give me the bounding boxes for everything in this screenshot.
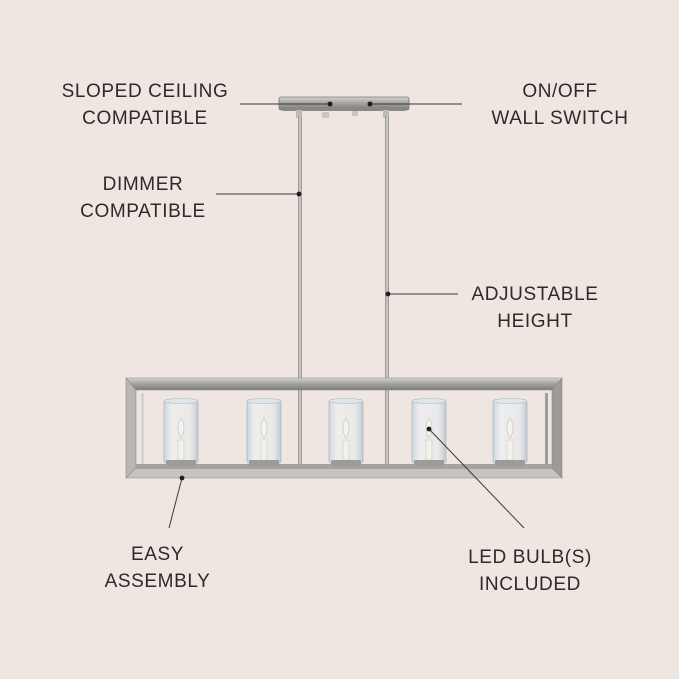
dimmer-label: DIMMER COMPATIBLE <box>78 171 208 225</box>
dimmer-line-1: DIMMER <box>102 174 184 195</box>
sloped-ceiling-label: SLOPED CEILING COMPATIBLE <box>56 78 234 132</box>
leader-sloped-ceiling <box>240 101 333 107</box>
adjustable-height-line-1: ADJUSTABLE <box>471 284 599 305</box>
wall-switch-line-1: ON/OFF <box>522 81 598 102</box>
ceiling-canopy <box>278 96 410 118</box>
leader-easy-assembly <box>168 475 185 529</box>
lamp-2 <box>246 398 282 466</box>
easy-assembly-label: EASY ASSEMBLY <box>95 541 220 595</box>
dimmer-line-2: COMPATIBLE <box>80 201 206 222</box>
leader-led-bulbs <box>426 426 525 529</box>
lamp-5 <box>492 398 528 466</box>
leader-wall-switch <box>367 101 462 107</box>
wall-switch-line-2: WALL SWITCH <box>491 108 629 129</box>
chandelier-frame <box>125 377 563 479</box>
easy-assembly-line-1: EASY <box>130 544 185 565</box>
led-bulbs-label: LED BULB(S) INCLUDED <box>455 544 605 598</box>
wall-switch-label: ON/OFF WALL SWITCH <box>480 78 640 132</box>
lamp-1 <box>163 398 199 466</box>
led-bulbs-line-2: INCLUDED <box>479 574 581 595</box>
lamp-4 <box>411 398 447 466</box>
leader-adjustable-height <box>385 291 458 297</box>
led-bulbs-line-1: LED BULB(S) <box>468 547 592 568</box>
sloped-ceiling-line-1: SLOPED CEILING <box>61 81 229 102</box>
lamp-3 <box>328 398 364 466</box>
adjustable-height-line-2: HEIGHT <box>497 311 573 332</box>
leader-dimmer <box>216 191 302 197</box>
easy-assembly-line-2: ASSEMBLY <box>104 571 211 592</box>
adjustable-height-label: ADJUSTABLE HEIGHT <box>455 281 615 335</box>
adjustable-rods <box>298 116 389 466</box>
sloped-ceiling-line-2: COMPATIBLE <box>82 108 208 129</box>
